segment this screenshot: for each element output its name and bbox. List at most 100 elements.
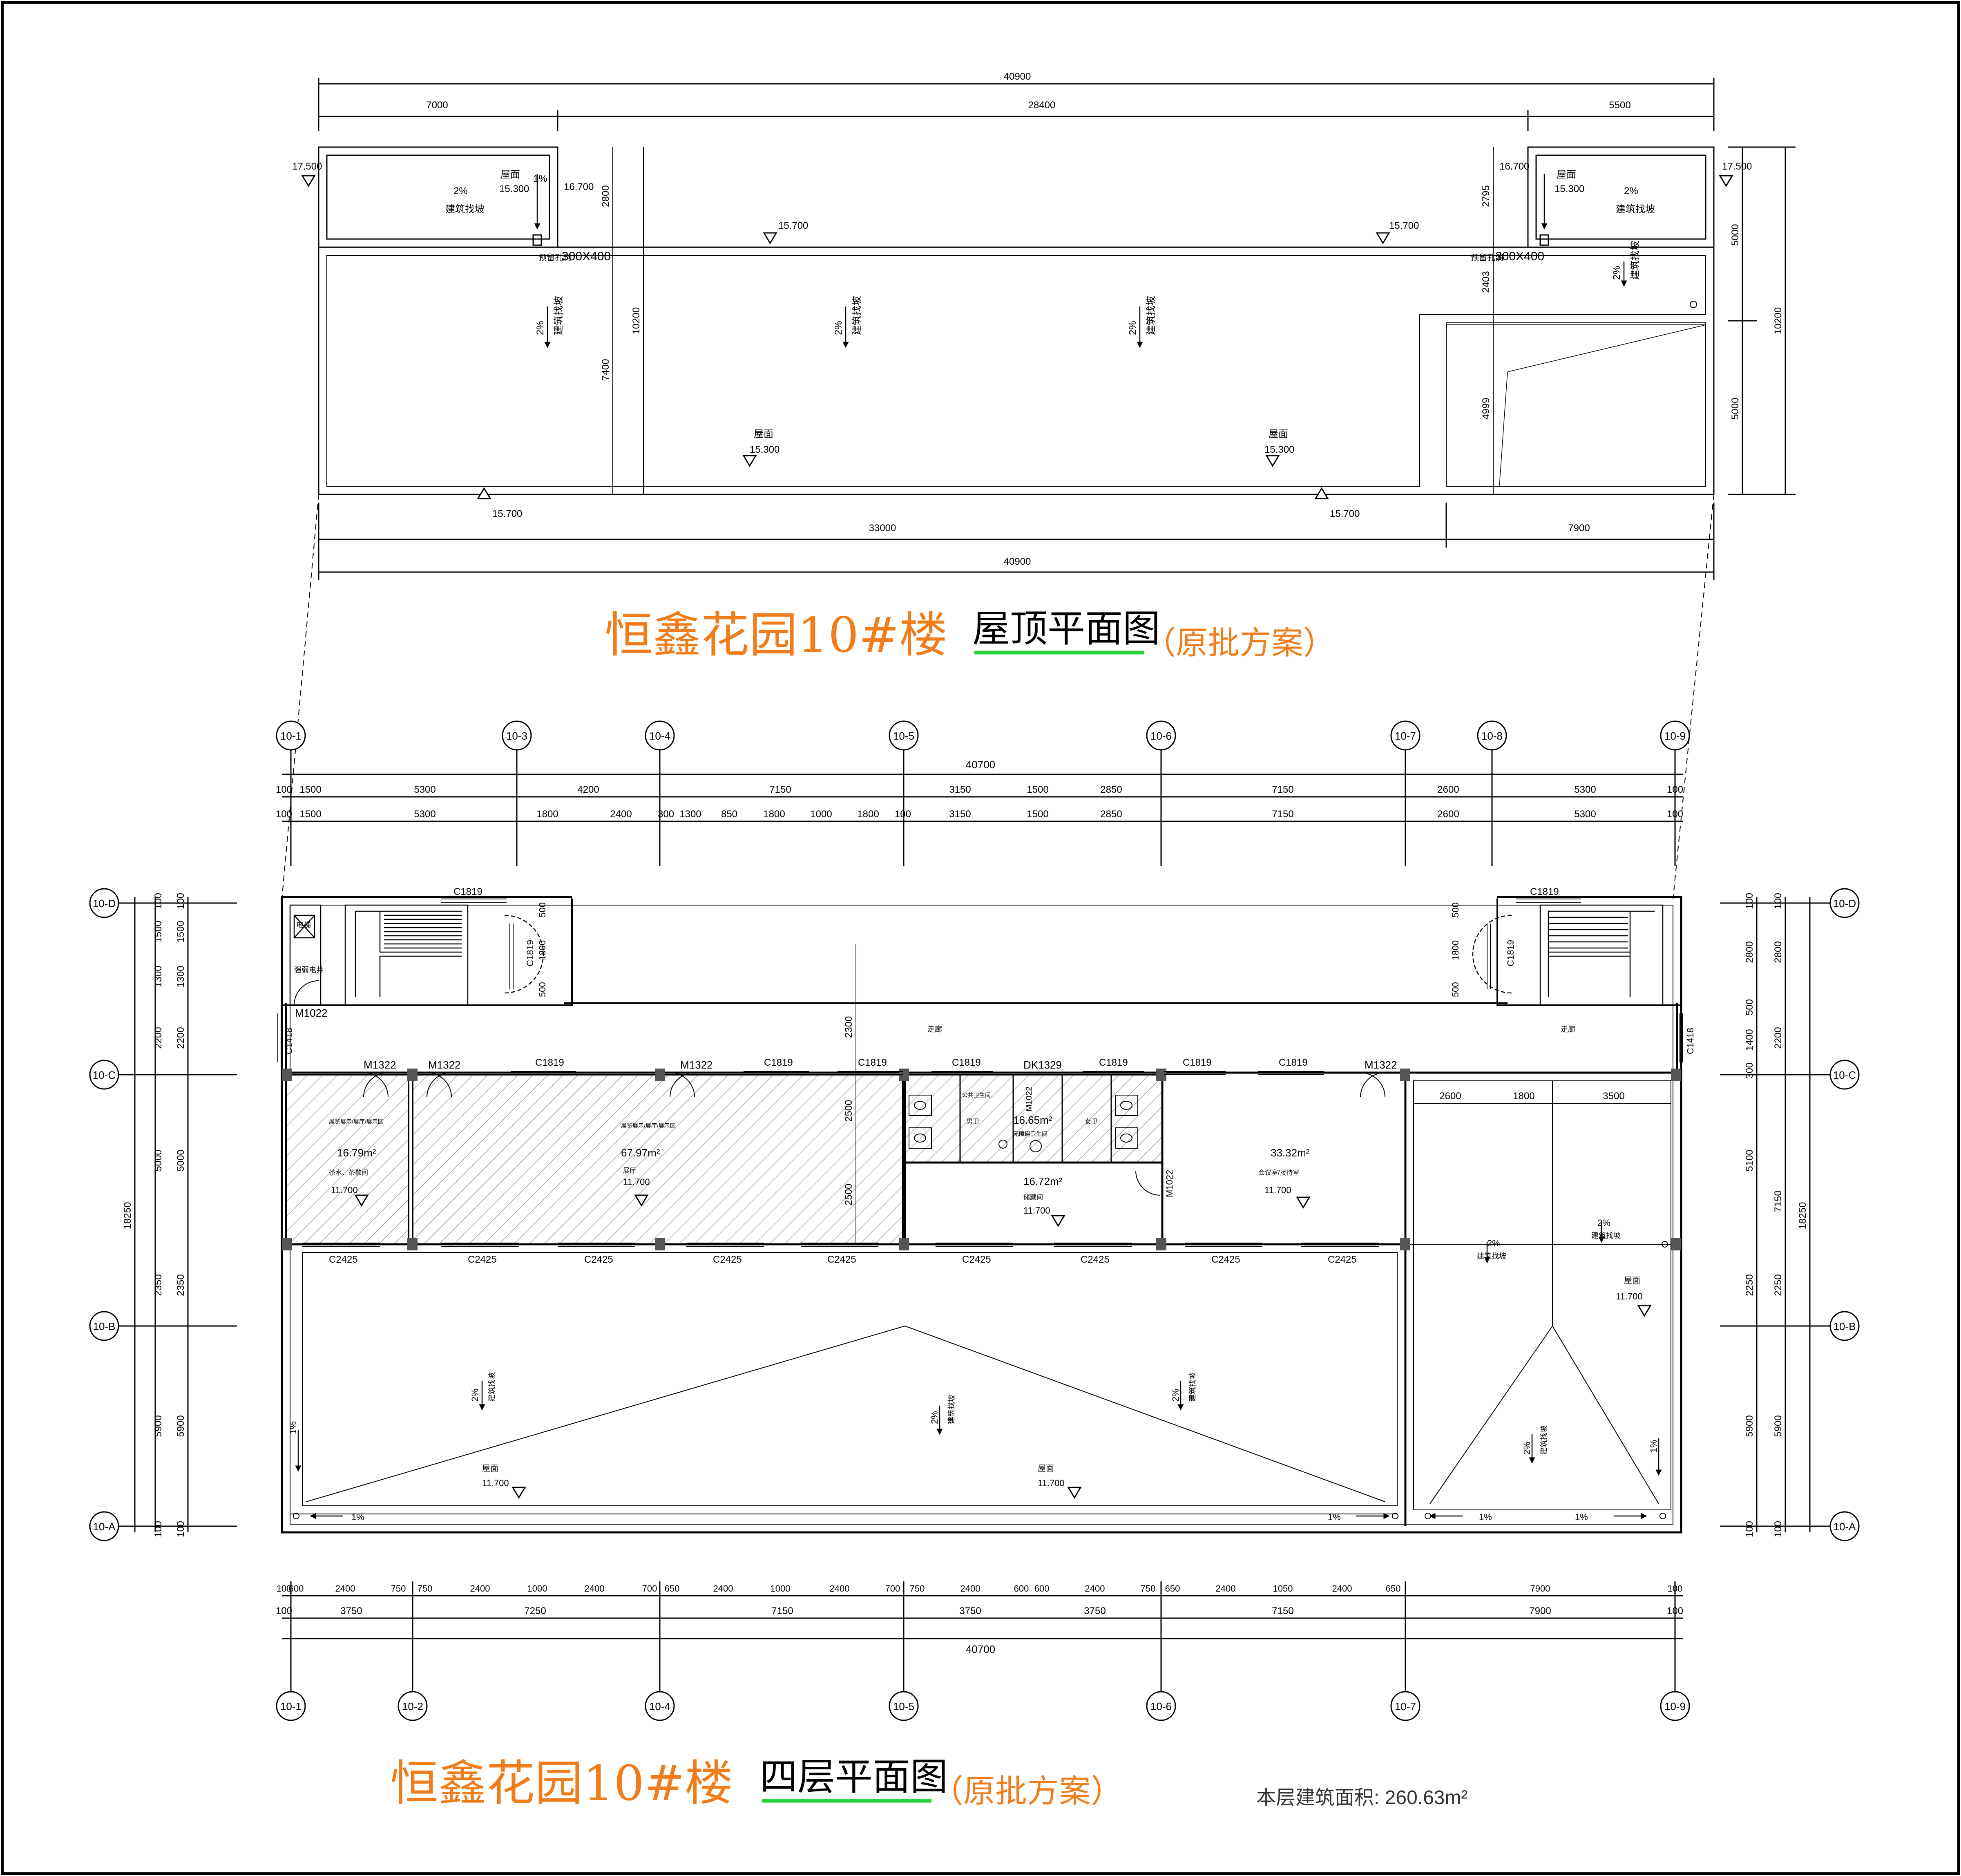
dim-value: 100 [175, 1521, 186, 1537]
drain-label: 建筑找坡 [1591, 1232, 1621, 1240]
east-roof-elev: 11.700 [1616, 1291, 1643, 1301]
roof-slope: 2% [1127, 321, 1138, 335]
room-area: 16.72m² [1023, 1175, 1063, 1187]
roof-stair-drain: 建筑找坡 [445, 204, 485, 215]
dim-value: 2350 [175, 1274, 186, 1296]
dim-value: 2400 [610, 809, 632, 820]
dim-value: 100 [895, 809, 911, 820]
axis-label: 10-B [1834, 1320, 1856, 1333]
dim-value: 3150 [949, 784, 971, 795]
roof-parapet-elev: 15.700 [1330, 508, 1360, 519]
roof-stair-box-right [1527, 146, 1715, 248]
roof-dim-right-total: 10200 [1773, 307, 1784, 335]
corridor-dim: 2300 [843, 1016, 854, 1038]
drain-label: 建筑找坡 [488, 1372, 496, 1402]
window-label: C1819 [535, 1057, 564, 1068]
door-label: M1322 [428, 1059, 461, 1071]
roof-small-slope: 1% [533, 173, 547, 184]
dim-value: 1500 [1027, 809, 1048, 820]
dim-value: 2800 [1773, 941, 1784, 963]
drain-label: 建筑找坡 [947, 1395, 956, 1424]
roof-dim-inner: 7400 [600, 359, 611, 380]
roof-dim-right: 5000 [1730, 224, 1741, 246]
dim-bottom-row2: 100 3750 7250 7150 3750 3750 7150 7900 1… [276, 1605, 1683, 1617]
roof-elev: 15.300 [750, 444, 779, 455]
dim-value: 1500 [1027, 784, 1048, 795]
dim-value: 850 [721, 809, 737, 820]
floor-plan [89, 720, 1860, 1721]
dim-value: 1800 [857, 809, 879, 820]
dim-value: 2600 [1437, 784, 1459, 795]
columns [282, 1069, 1681, 1250]
axis-label: 10-6 [1150, 1700, 1172, 1713]
roof-title-sub: 屋顶平面图 [972, 607, 1160, 651]
room-dim: 2500 [843, 1100, 854, 1122]
dim-value: 100 [276, 809, 292, 820]
window-label: C1819 [1530, 886, 1559, 897]
roof-drain: 建筑找坡 [1146, 296, 1157, 335]
dim-value: 300 [658, 809, 674, 820]
dim-value: 2250 [1773, 1274, 1784, 1296]
room-meeting: 33.32m² 会议室/接待室 11.700 [1258, 1147, 1310, 1195]
dim-top-row2: 100 1500 5300 1800 2400 300 1300 850 180… [276, 809, 1683, 820]
door-label: M1322 [680, 1059, 713, 1071]
room-elev: 11.700 [623, 1177, 650, 1187]
dim-value: 1000 [527, 1583, 547, 1594]
roof-label: 屋面 [1269, 429, 1288, 440]
floor-area: 本层建筑面积: 260.63m² [1256, 1787, 1467, 1809]
south-window-labels: C2425 C2425 C2425 C2425 C2425 C2425 C242… [329, 1254, 1357, 1265]
slope-label: 1% [1648, 1440, 1659, 1453]
window-label: C1819 [764, 1057, 793, 1068]
roof-vent-size: 300X400 [1495, 250, 1544, 263]
south-roof-ridge [306, 1325, 1385, 1502]
room-storage: 16.72m² 储藏间 11.700 [1023, 1175, 1063, 1216]
dim-value: 750 [1141, 1583, 1156, 1594]
dim-value: 5300 [414, 784, 436, 795]
axis-label: 10-B [93, 1320, 116, 1333]
dim-value: 700 [885, 1583, 900, 1594]
dim-value: 1400 [1744, 1029, 1755, 1051]
dim-value: 7150 [769, 784, 791, 795]
room-toilets: 公共卫生间 16.65m² 无障碍卫生间 男卫 女卫 [962, 1092, 1098, 1137]
axis-bottom [276, 1581, 1690, 1721]
dim-value: 2400 [1216, 1583, 1236, 1594]
shaft-label: 强弱电井 [294, 966, 324, 974]
window-label: C2425 [827, 1254, 856, 1265]
dim-value: 1500 [153, 921, 164, 942]
slope-label: 1% [1479, 1512, 1492, 1522]
dim-value: 650 [1165, 1583, 1180, 1594]
dim-value: 1300 [153, 966, 164, 987]
dim-value: 2600 [1437, 809, 1459, 820]
stair-dim: 500 [537, 902, 547, 917]
dim-value: 100 [1773, 893, 1784, 909]
axis-label: 10-1 [280, 730, 302, 742]
dim-value: 2200 [1773, 1027, 1784, 1049]
window-label: C1418 [1685, 1028, 1695, 1054]
dim-value: 1500 [175, 921, 186, 942]
roof-dim-part: 7900 [1568, 523, 1590, 534]
dim-total: 18250 [1797, 1202, 1808, 1230]
roof-stair-label: 屋面 [1557, 169, 1576, 180]
east-dim: 2600 [1439, 1091, 1461, 1102]
roof-stair-slope: 2% [453, 186, 468, 197]
axis-label: 10-7 [1395, 730, 1416, 742]
axis-label: 10-5 [893, 1700, 914, 1713]
roof-vent-left [532, 234, 542, 246]
roof-elev: 15.300 [1264, 444, 1294, 455]
stair-right [1472, 904, 1664, 1006]
roof-dim-inner: 10200 [631, 307, 642, 335]
dim-value: 2850 [1100, 784, 1122, 795]
room-elev: 11.700 [1264, 1185, 1291, 1195]
stair-dim: 500 [1450, 982, 1461, 997]
roof-plan [281, 78, 1796, 899]
window-label: C1819 [1279, 1057, 1308, 1068]
dim-value: 7150 [1773, 1190, 1784, 1212]
dim-value: 3750 [1084, 1605, 1106, 1617]
roof-parapet-elev: 15.700 [778, 220, 808, 231]
dim-value: 2200 [153, 1027, 164, 1049]
dim-value: 300 [1744, 1062, 1755, 1079]
dim-value: 100 [1773, 1521, 1784, 1537]
stair-window: C1819 [525, 940, 535, 966]
dim-value: 100 [1744, 893, 1755, 909]
dim-value: 700 [642, 1583, 657, 1594]
